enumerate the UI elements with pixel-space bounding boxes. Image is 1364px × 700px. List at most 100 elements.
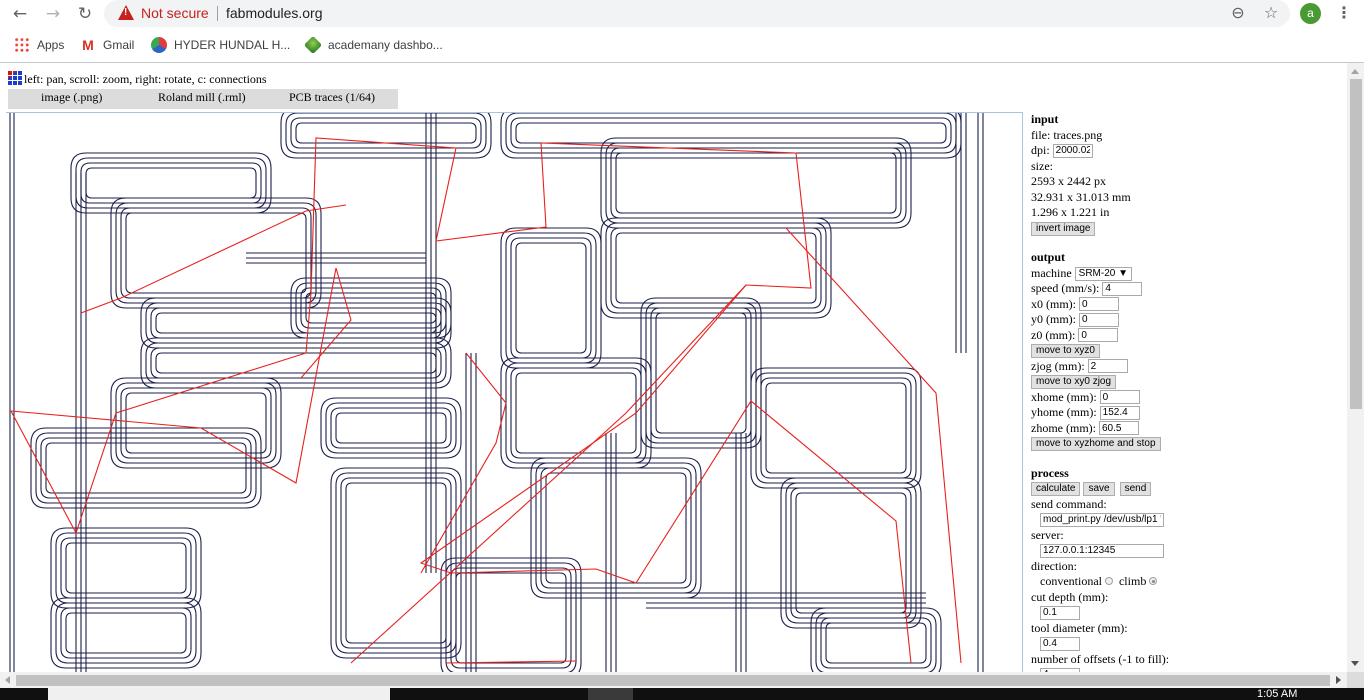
machine-select[interactable]: SRM-20 ▼ bbox=[1074, 266, 1133, 281]
speed-input[interactable] bbox=[1102, 281, 1143, 296]
toolpath-trace bbox=[540, 467, 692, 589]
toolpath-trace bbox=[305, 292, 437, 324]
bookmark-academany[interactable]: academany dashbo... bbox=[303, 35, 443, 55]
vertical-scroll-thumb[interactable] bbox=[1350, 79, 1362, 409]
toolpath-trace bbox=[345, 482, 447, 644]
move-to-xyz0-button[interactable]: move to xyz0 bbox=[1031, 344, 1100, 358]
address-bar[interactable]: Not secure fabmodules.org ⊖ ☆ bbox=[104, 0, 1290, 27]
move-to-xy0-zjog-button[interactable]: move to xy0 zjog bbox=[1031, 375, 1117, 389]
toolpath-trace bbox=[335, 412, 447, 444]
zoom-out-icon[interactable]: ⊖ bbox=[1231, 3, 1245, 22]
tab-roland-mill-rml[interactable]: Roland mill (.rml) bbox=[158, 90, 246, 104]
horizontal-scroll-thumb[interactable] bbox=[16, 675, 1330, 686]
tab-image-png[interactable]: image (.png) bbox=[41, 90, 103, 104]
address-separator bbox=[217, 6, 218, 21]
y0-input[interactable] bbox=[1079, 312, 1119, 327]
toolpath-trace bbox=[785, 482, 917, 624]
scroll-up-arrow-icon[interactable] bbox=[1351, 69, 1359, 74]
z0-input[interactable] bbox=[1078, 328, 1119, 342]
cut-depth-input[interactable] bbox=[1040, 605, 1080, 620]
rapid-move-path bbox=[10, 137, 912, 664]
invert-image-button[interactable]: invert image bbox=[1031, 221, 1096, 236]
toolpath-trace bbox=[50, 527, 202, 609]
toolpath-trace bbox=[35, 432, 257, 504]
bookmark-apps[interactable]: Apps bbox=[14, 37, 64, 53]
toolpath-trace bbox=[60, 607, 192, 659]
toolpath-trace bbox=[320, 397, 462, 459]
process-section-title: process bbox=[1031, 465, 1069, 480]
kebab-menu-icon[interactable]: ⋮ bbox=[1336, 3, 1352, 22]
send-button[interactable]: send bbox=[1119, 482, 1152, 496]
dpi-input[interactable] bbox=[1052, 143, 1093, 158]
toolpath-trace bbox=[605, 142, 907, 224]
profile-avatar[interactable]: a bbox=[1300, 3, 1321, 24]
x0-input[interactable] bbox=[1079, 297, 1119, 311]
toolpath-trace bbox=[55, 602, 197, 664]
zhome-input[interactable] bbox=[1098, 421, 1139, 435]
toolpath-trace bbox=[145, 342, 447, 384]
toolpath-trace bbox=[750, 367, 922, 489]
rapid-move-path bbox=[445, 660, 577, 664]
toolpath-trace bbox=[515, 122, 947, 144]
z0-label: z0 (mm): bbox=[1031, 327, 1076, 342]
toolpath-trace bbox=[155, 352, 437, 374]
scroll-left-arrow-icon[interactable] bbox=[5, 676, 10, 684]
save-button[interactable]: save bbox=[1083, 482, 1115, 496]
toolpath-trace bbox=[125, 212, 307, 294]
taskbar-chrome-icon[interactable] bbox=[588, 688, 633, 700]
tool-diameter-label: tool diameter (mm): bbox=[1031, 620, 1128, 635]
yhome-input[interactable] bbox=[1099, 405, 1140, 420]
zjog-input[interactable] bbox=[1087, 359, 1128, 373]
toolpath-trace bbox=[295, 122, 477, 144]
toolpath-trace bbox=[510, 237, 592, 359]
dpi-row: dpi: bbox=[1031, 143, 1331, 159]
controls-hint: left: pan, scroll: zoom, right: rotate, … bbox=[8, 71, 267, 87]
toolpath-trace bbox=[45, 442, 247, 494]
fabmodules-logo-icon[interactable] bbox=[8, 71, 22, 85]
rapid-move-path bbox=[10, 267, 352, 484]
server-label: server: bbox=[1031, 527, 1064, 542]
climb-radio[interactable] bbox=[1149, 577, 1158, 585]
file-name: traces.png bbox=[1053, 127, 1103, 142]
forward-arrow-icon[interactable]: → bbox=[45, 4, 61, 24]
toolpath-trace bbox=[115, 382, 277, 464]
toolpath-trace bbox=[795, 492, 907, 614]
machine-label: machine bbox=[1031, 265, 1072, 280]
toolpath-trace bbox=[820, 617, 932, 669]
toolpath-trace bbox=[65, 542, 187, 594]
toolpath-trace bbox=[70, 152, 272, 214]
rapid-move-path bbox=[80, 204, 347, 314]
scroll-down-arrow-icon[interactable] bbox=[1351, 661, 1359, 666]
toolpath-trace bbox=[85, 167, 257, 199]
server-input[interactable] bbox=[1040, 543, 1164, 558]
toolpath-viewer[interactable] bbox=[6, 112, 1023, 672]
horizontal-scrollbar[interactable] bbox=[0, 672, 1347, 688]
tab-pcb-traces[interactable]: PCB traces (1/64) bbox=[289, 90, 375, 104]
reload-icon[interactable]: ↻ bbox=[77, 4, 93, 24]
toolpath-canvas[interactable] bbox=[6, 113, 1023, 672]
toolpath-trace bbox=[505, 232, 597, 364]
taskbar-search-box[interactable] bbox=[48, 688, 390, 700]
vertical-scrollbar[interactable] bbox=[1347, 63, 1364, 672]
file-row: file: traces.png bbox=[1031, 128, 1331, 144]
direction-label: direction: bbox=[1031, 558, 1077, 573]
security-status[interactable]: Not secure bbox=[141, 5, 209, 21]
xhome-label: xhome (mm): bbox=[1031, 389, 1097, 404]
scrollbar-corner bbox=[1347, 672, 1364, 688]
bookmark-star-icon[interactable]: ☆ bbox=[1263, 3, 1279, 22]
bookmark-hyder-hundal[interactable]: HYDER HUNDAL H... bbox=[151, 37, 290, 53]
academany-icon bbox=[303, 35, 323, 55]
move-to-xyzhome-button[interactable]: move to xyzhome and stop bbox=[1031, 437, 1161, 451]
size-label: size: bbox=[1031, 158, 1053, 173]
send-command-label: send command: bbox=[1031, 496, 1107, 511]
calculate-button[interactable]: calculate bbox=[1031, 482, 1081, 496]
send-command-input[interactable] bbox=[1040, 512, 1164, 527]
tool-diameter-input[interactable] bbox=[1040, 636, 1080, 651]
toolpath-trace bbox=[450, 567, 572, 669]
xhome-input[interactable] bbox=[1099, 390, 1140, 404]
conventional-radio[interactable] bbox=[1104, 577, 1113, 585]
url-text[interactable]: fabmodules.org bbox=[226, 5, 323, 21]
back-arrow-icon[interactable]: ← bbox=[12, 4, 28, 24]
scroll-right-arrow-icon[interactable] bbox=[1336, 676, 1341, 684]
